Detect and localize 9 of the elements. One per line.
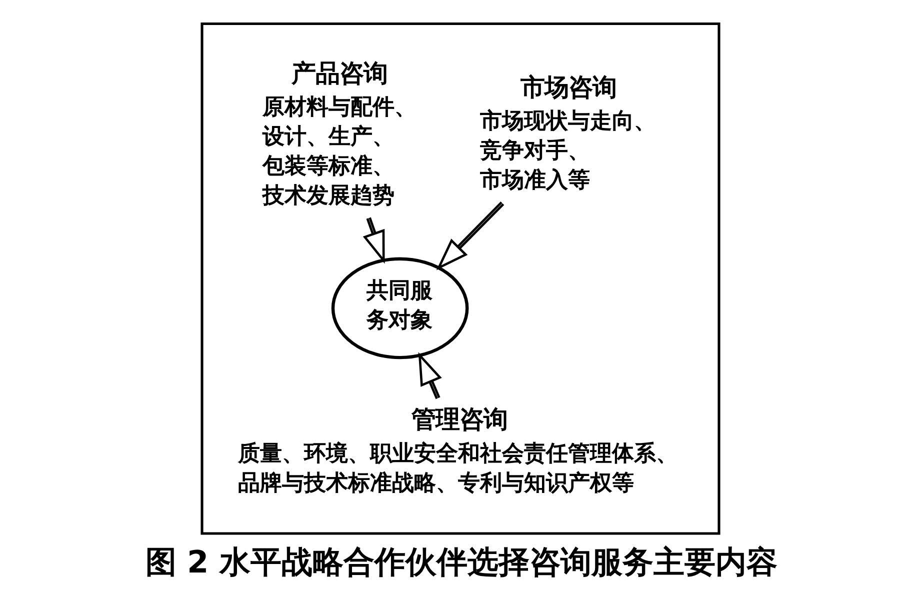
caption: 图 2 水平战略合作伙伴选择咨询服务主要内容 [144, 544, 777, 580]
arrow [436, 202, 504, 270]
arrow [418, 352, 442, 400]
arrow [362, 217, 384, 264]
node-text: 管理咨询 质量、环境、职业安全和社会责任管理体系、品牌与技术标准战略、专利与知识产权等 [238, 404, 678, 496]
node-text: 市场咨询 市场现状与走向、竞争对手、市场准入等 [479, 72, 656, 194]
node-text: 产品咨询 原材料与配件、设计、生产、包装等标准、技术发展趋势 [262, 58, 416, 209]
node-ellipse: 共同服务对象 [330, 257, 468, 360]
cluster [200, 22, 720, 535]
